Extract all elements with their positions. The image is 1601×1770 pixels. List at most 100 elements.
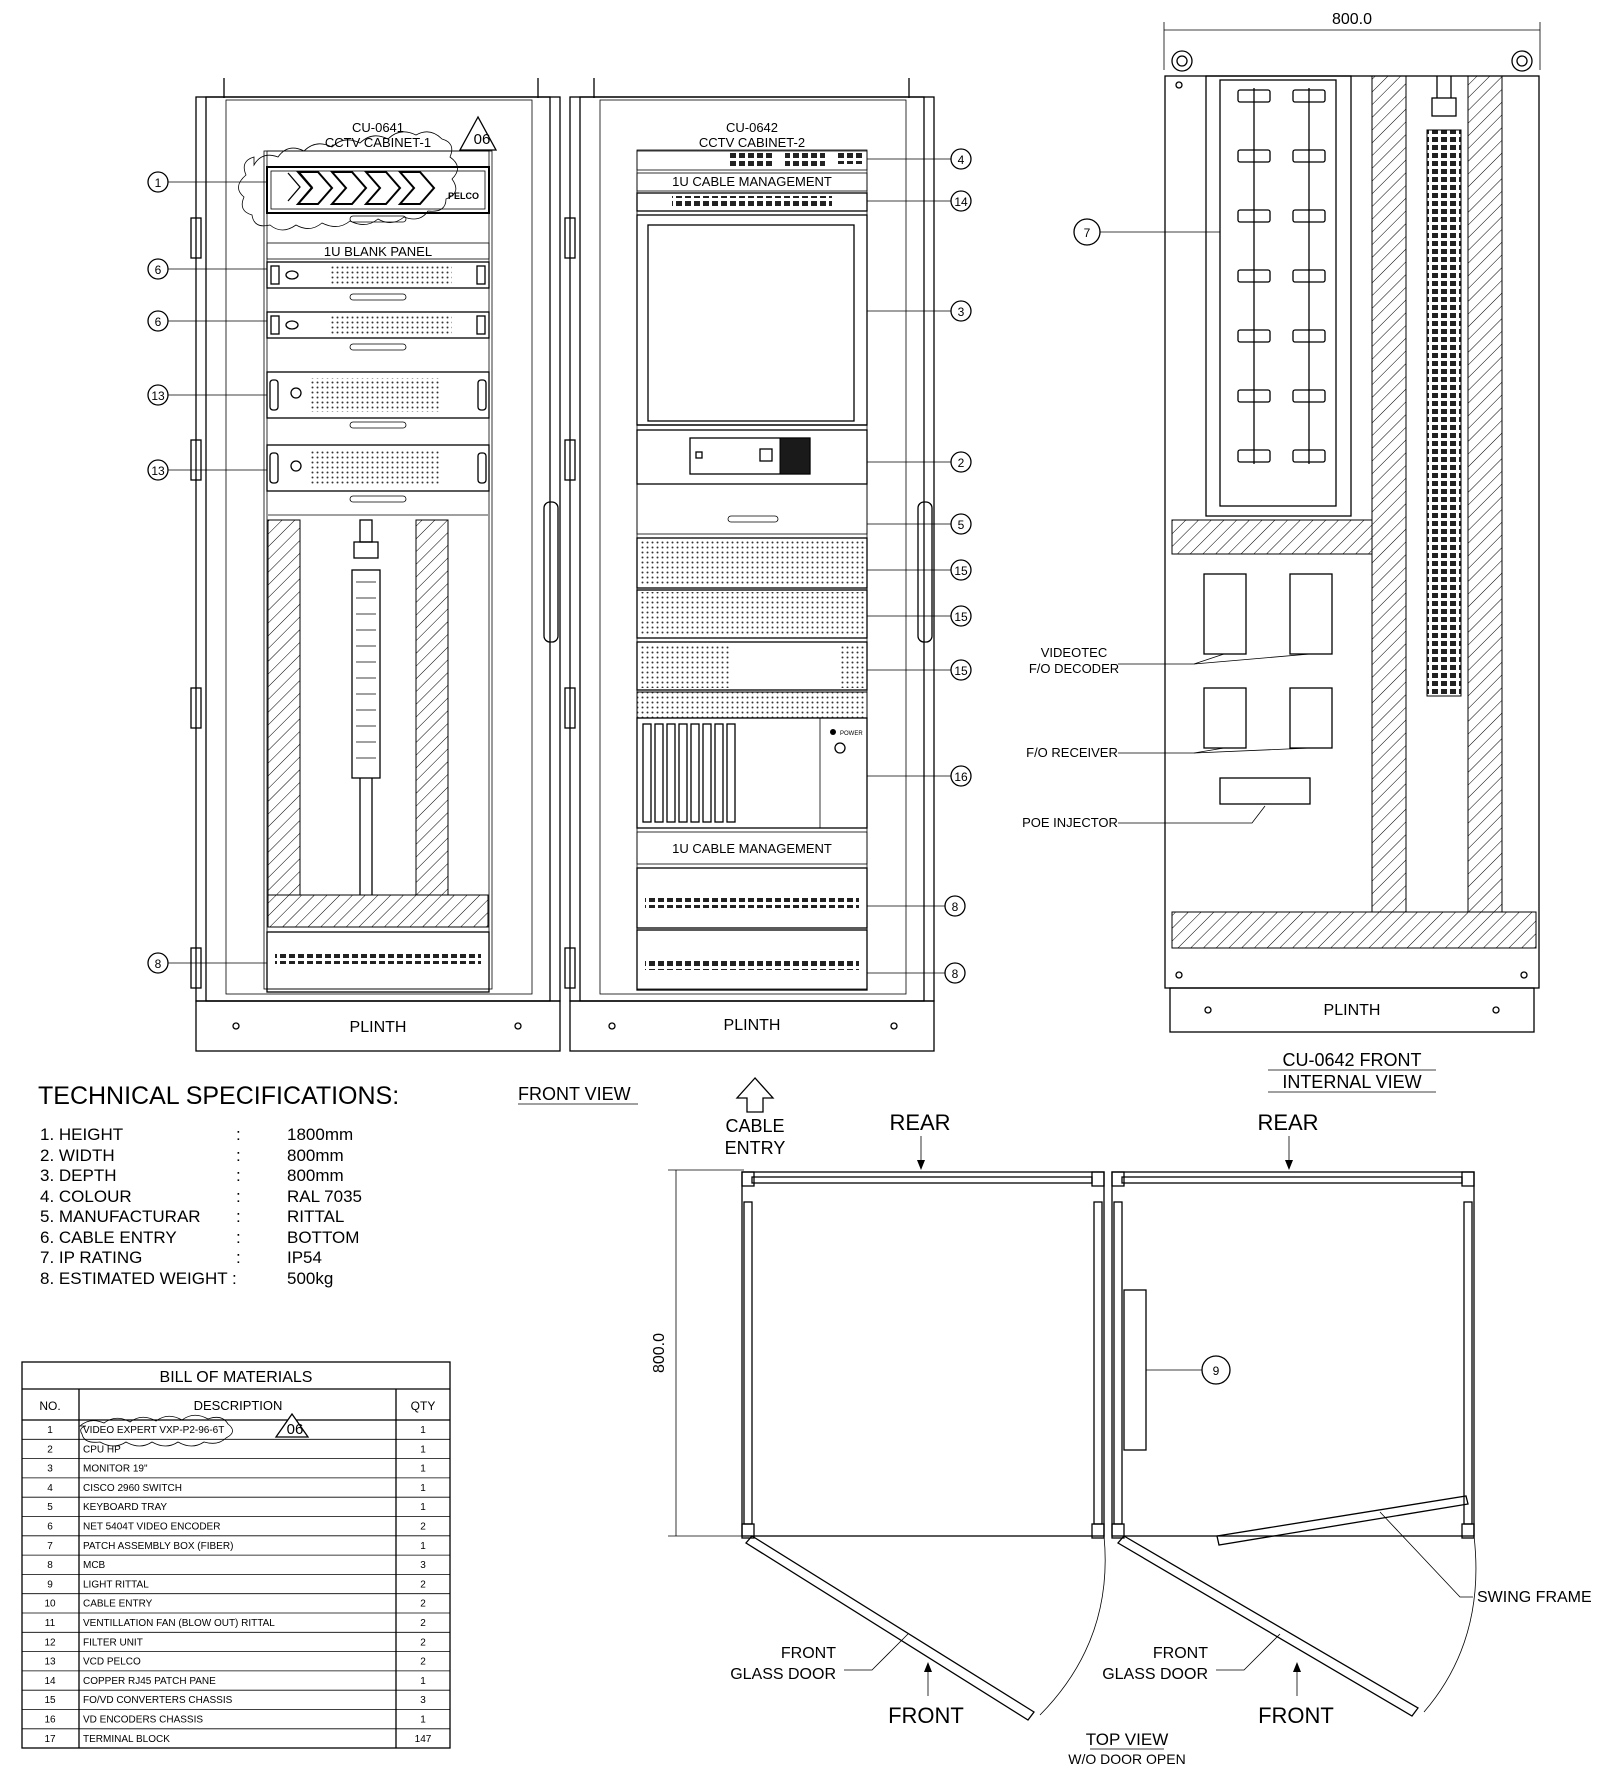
- bom-item-quantity: 2: [420, 1522, 426, 1533]
- fo-decoder-2: [1289, 573, 1333, 655]
- plinth-label: PLINTH: [350, 1019, 407, 1036]
- svg-text:8: 8: [952, 967, 959, 981]
- rear-label-left: REAR: [889, 1110, 950, 1135]
- cable-management-bottom-label: 1U CABLE MANAGEMENT: [672, 841, 832, 856]
- bom-item-description: VIDEO EXPERT VXP-P2-96-6T: [83, 1425, 224, 1436]
- bom-item-number: 4: [47, 1483, 53, 1494]
- svg-text:6. CABLE ENTRY: 6. CABLE ENTRY: [40, 1228, 177, 1247]
- bom-item-number: 16: [44, 1715, 56, 1726]
- bom-item-description: TERMINAL BLOCK: [83, 1734, 170, 1745]
- monitor: [636, 214, 868, 426]
- front-view-title: FRONT VIEW: [518, 1084, 631, 1104]
- bom-item-description: VENTILLATION FAN (BLOW OUT) RITTAL: [83, 1618, 275, 1629]
- bom-item-quantity: 1: [420, 1464, 426, 1475]
- front-glass-door-right-line1: FRONT: [1153, 1645, 1208, 1662]
- bom-item-number: 2: [47, 1444, 53, 1455]
- svg-text:7: 7: [1084, 226, 1091, 240]
- videotec-label: VIDEOTEC: [1041, 645, 1107, 660]
- fo-receiver-2: [1289, 687, 1333, 749]
- bom-item-quantity: 1: [420, 1444, 426, 1455]
- front-glass-door-left: [745, 1535, 1035, 1721]
- bom-item-number: 9: [47, 1579, 53, 1590]
- svg-text:BOTTOM: BOTTOM: [287, 1228, 359, 1247]
- bom-item-number: 12: [44, 1637, 56, 1648]
- svg-text::: :: [236, 1187, 241, 1206]
- keyboard-tray: [636, 483, 868, 535]
- plinth: [1169, 987, 1535, 1033]
- internal-view-title-1: CU-0642 FRONT: [1282, 1050, 1421, 1070]
- svg-text::: :: [236, 1125, 241, 1144]
- spec-row: 6. CABLE ENTRY:BOTTOM: [40, 1228, 359, 1247]
- cabinet-1-callouts: 1 6 6 13 13 8: [147, 171, 267, 974]
- bom-header-no: NO.: [39, 1399, 60, 1413]
- terminal-block-strip: [1426, 76, 1462, 697]
- svg-text:5: 5: [958, 518, 965, 532]
- bom-item-quantity: 3: [420, 1560, 426, 1571]
- svg-text:15: 15: [954, 610, 968, 624]
- svg-text:16: 16: [954, 770, 968, 784]
- bom-header-qty: QTY: [411, 1399, 436, 1413]
- bom-item-description: MONITOR 19": [83, 1464, 148, 1475]
- cabinet-2-name: CCTV CABINET-2: [699, 135, 805, 150]
- cable-entry-line2: ENTRY: [725, 1138, 786, 1158]
- plinth-label: PLINTH: [1324, 1002, 1381, 1019]
- internal-view: 800.0: [1022, 11, 1541, 1093]
- svg-text::: :: [236, 1248, 241, 1267]
- svg-text:8. ESTIMATED WEIGHT :: 8. ESTIMATED WEIGHT :: [40, 1269, 237, 1288]
- svg-text:IP54: IP54: [287, 1248, 322, 1267]
- fo-receiver-1: [1203, 687, 1247, 749]
- bom-item-number: 1: [47, 1425, 53, 1436]
- svg-text:RITTAL: RITTAL: [287, 1207, 344, 1226]
- video-encoder-1: [266, 261, 490, 301]
- bom-item-description: PATCH ASSEMBLY BOX (FIBER): [83, 1541, 233, 1552]
- svg-text:6: 6: [155, 315, 162, 329]
- svg-text:500kg: 500kg: [287, 1269, 333, 1288]
- rear-label-right: REAR: [1257, 1110, 1318, 1135]
- plinth-label: PLINTH: [724, 1017, 781, 1034]
- top-view: REAR REAR 800.0 9 SWING FRAME: [651, 1110, 1592, 1767]
- svg-text:2. WIDTH: 2. WIDTH: [40, 1146, 115, 1165]
- poe-injector-label: POE INJECTOR: [1022, 815, 1118, 830]
- cable-management-top-label: 1U CABLE MANAGEMENT: [672, 174, 832, 189]
- cisco-switch: [636, 149, 868, 171]
- front-label-right: FRONT: [1258, 1703, 1334, 1728]
- svg-text:13: 13: [151, 389, 165, 403]
- cable-entry-line1: CABLE: [725, 1116, 784, 1136]
- bom-item-description: VD ENCODERS CHASSIS: [83, 1715, 203, 1726]
- fo-decoder-1: [1203, 573, 1247, 655]
- table-row: 1 VIDEO EXPERT VXP-P2-96-6T 1: [47, 1425, 426, 1436]
- bom-item-quantity: 1: [420, 1541, 426, 1552]
- svg-text:7. IP RATING: 7. IP RATING: [40, 1248, 142, 1267]
- cable-entry-arrow: [735, 1077, 775, 1113]
- svg-text::: :: [236, 1207, 241, 1226]
- svg-text::: :: [236, 1146, 241, 1165]
- blank-panel-label: 1U BLANK PANEL: [324, 244, 432, 259]
- bom-item-number: 5: [47, 1502, 53, 1513]
- svg-text:15: 15: [954, 664, 968, 678]
- swing-frame: [1216, 1495, 1469, 1546]
- swing-frame-label: SWING FRAME: [1477, 1589, 1592, 1606]
- bom-title: BILL OF MATERIALS: [160, 1369, 313, 1386]
- svg-text:4: 4: [958, 153, 965, 167]
- bom-item-quantity: 1: [420, 1425, 426, 1436]
- bom-item-quantity: 2: [420, 1599, 426, 1610]
- svg-text:15: 15: [954, 564, 968, 578]
- plinth: [195, 1000, 561, 1052]
- svg-text:13: 13: [151, 464, 165, 478]
- cabinet-1-tag: CU-0641: [352, 120, 404, 135]
- bom-item-quantity: 2: [420, 1657, 426, 1668]
- cabinet-2-front-view: CU-0642 CCTV CABINET-2 1U CABLE MANAGEME…: [564, 78, 972, 1052]
- bom-item-quantity: 2: [420, 1637, 426, 1648]
- mcb-panel-2: [636, 929, 868, 991]
- cabinet-2-tag: CU-0642: [726, 120, 778, 135]
